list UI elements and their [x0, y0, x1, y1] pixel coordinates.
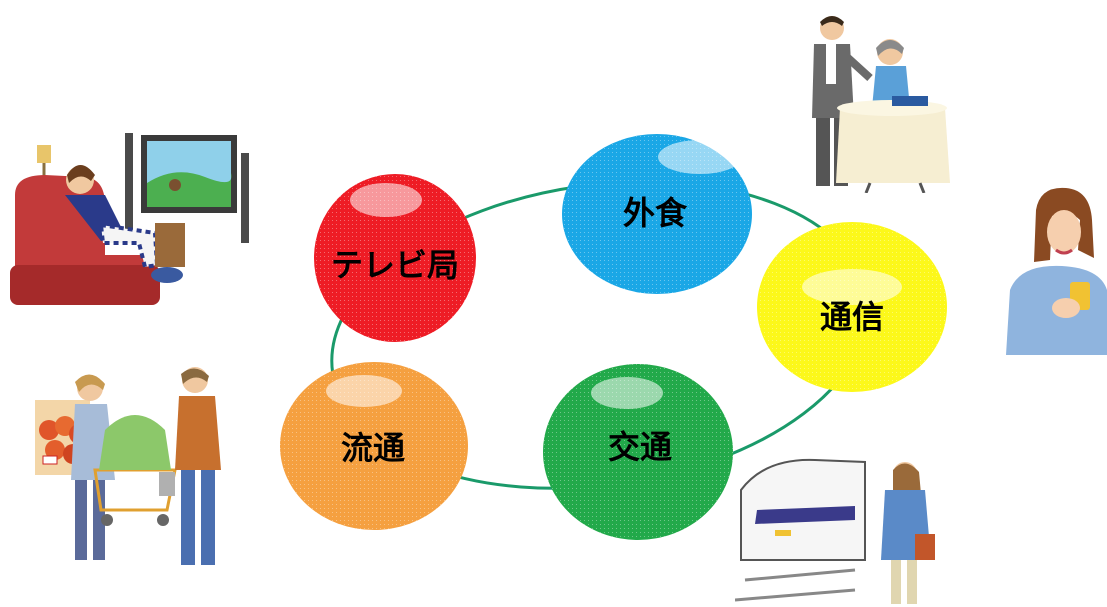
node-label: 外食 — [623, 194, 688, 232]
node-label: 交通 — [608, 428, 672, 466]
shopping-couple-illustration — [35, 367, 221, 565]
node-highlight — [326, 375, 402, 407]
node-highlight — [591, 377, 663, 409]
train-station-illustration — [735, 458, 935, 604]
node-label: 流通 — [341, 429, 405, 467]
node-highlight — [658, 140, 742, 174]
living-room-tv-illustration — [10, 133, 249, 305]
woman-smartphone-illustration — [1006, 187, 1107, 355]
node-transit: 交通 — [543, 364, 733, 540]
node-tv-station: テレビ局 — [314, 174, 476, 342]
node-highlight — [802, 269, 902, 305]
node-label: 通信 — [820, 298, 884, 336]
node-highlight — [350, 183, 422, 217]
node-label: テレビ局 — [331, 246, 459, 284]
node-dining: 外食 — [562, 134, 752, 294]
node-retail: 流通 — [280, 362, 468, 530]
restaurant-dining-illustration — [812, 16, 950, 193]
node-telecom: 通信 — [757, 222, 947, 392]
